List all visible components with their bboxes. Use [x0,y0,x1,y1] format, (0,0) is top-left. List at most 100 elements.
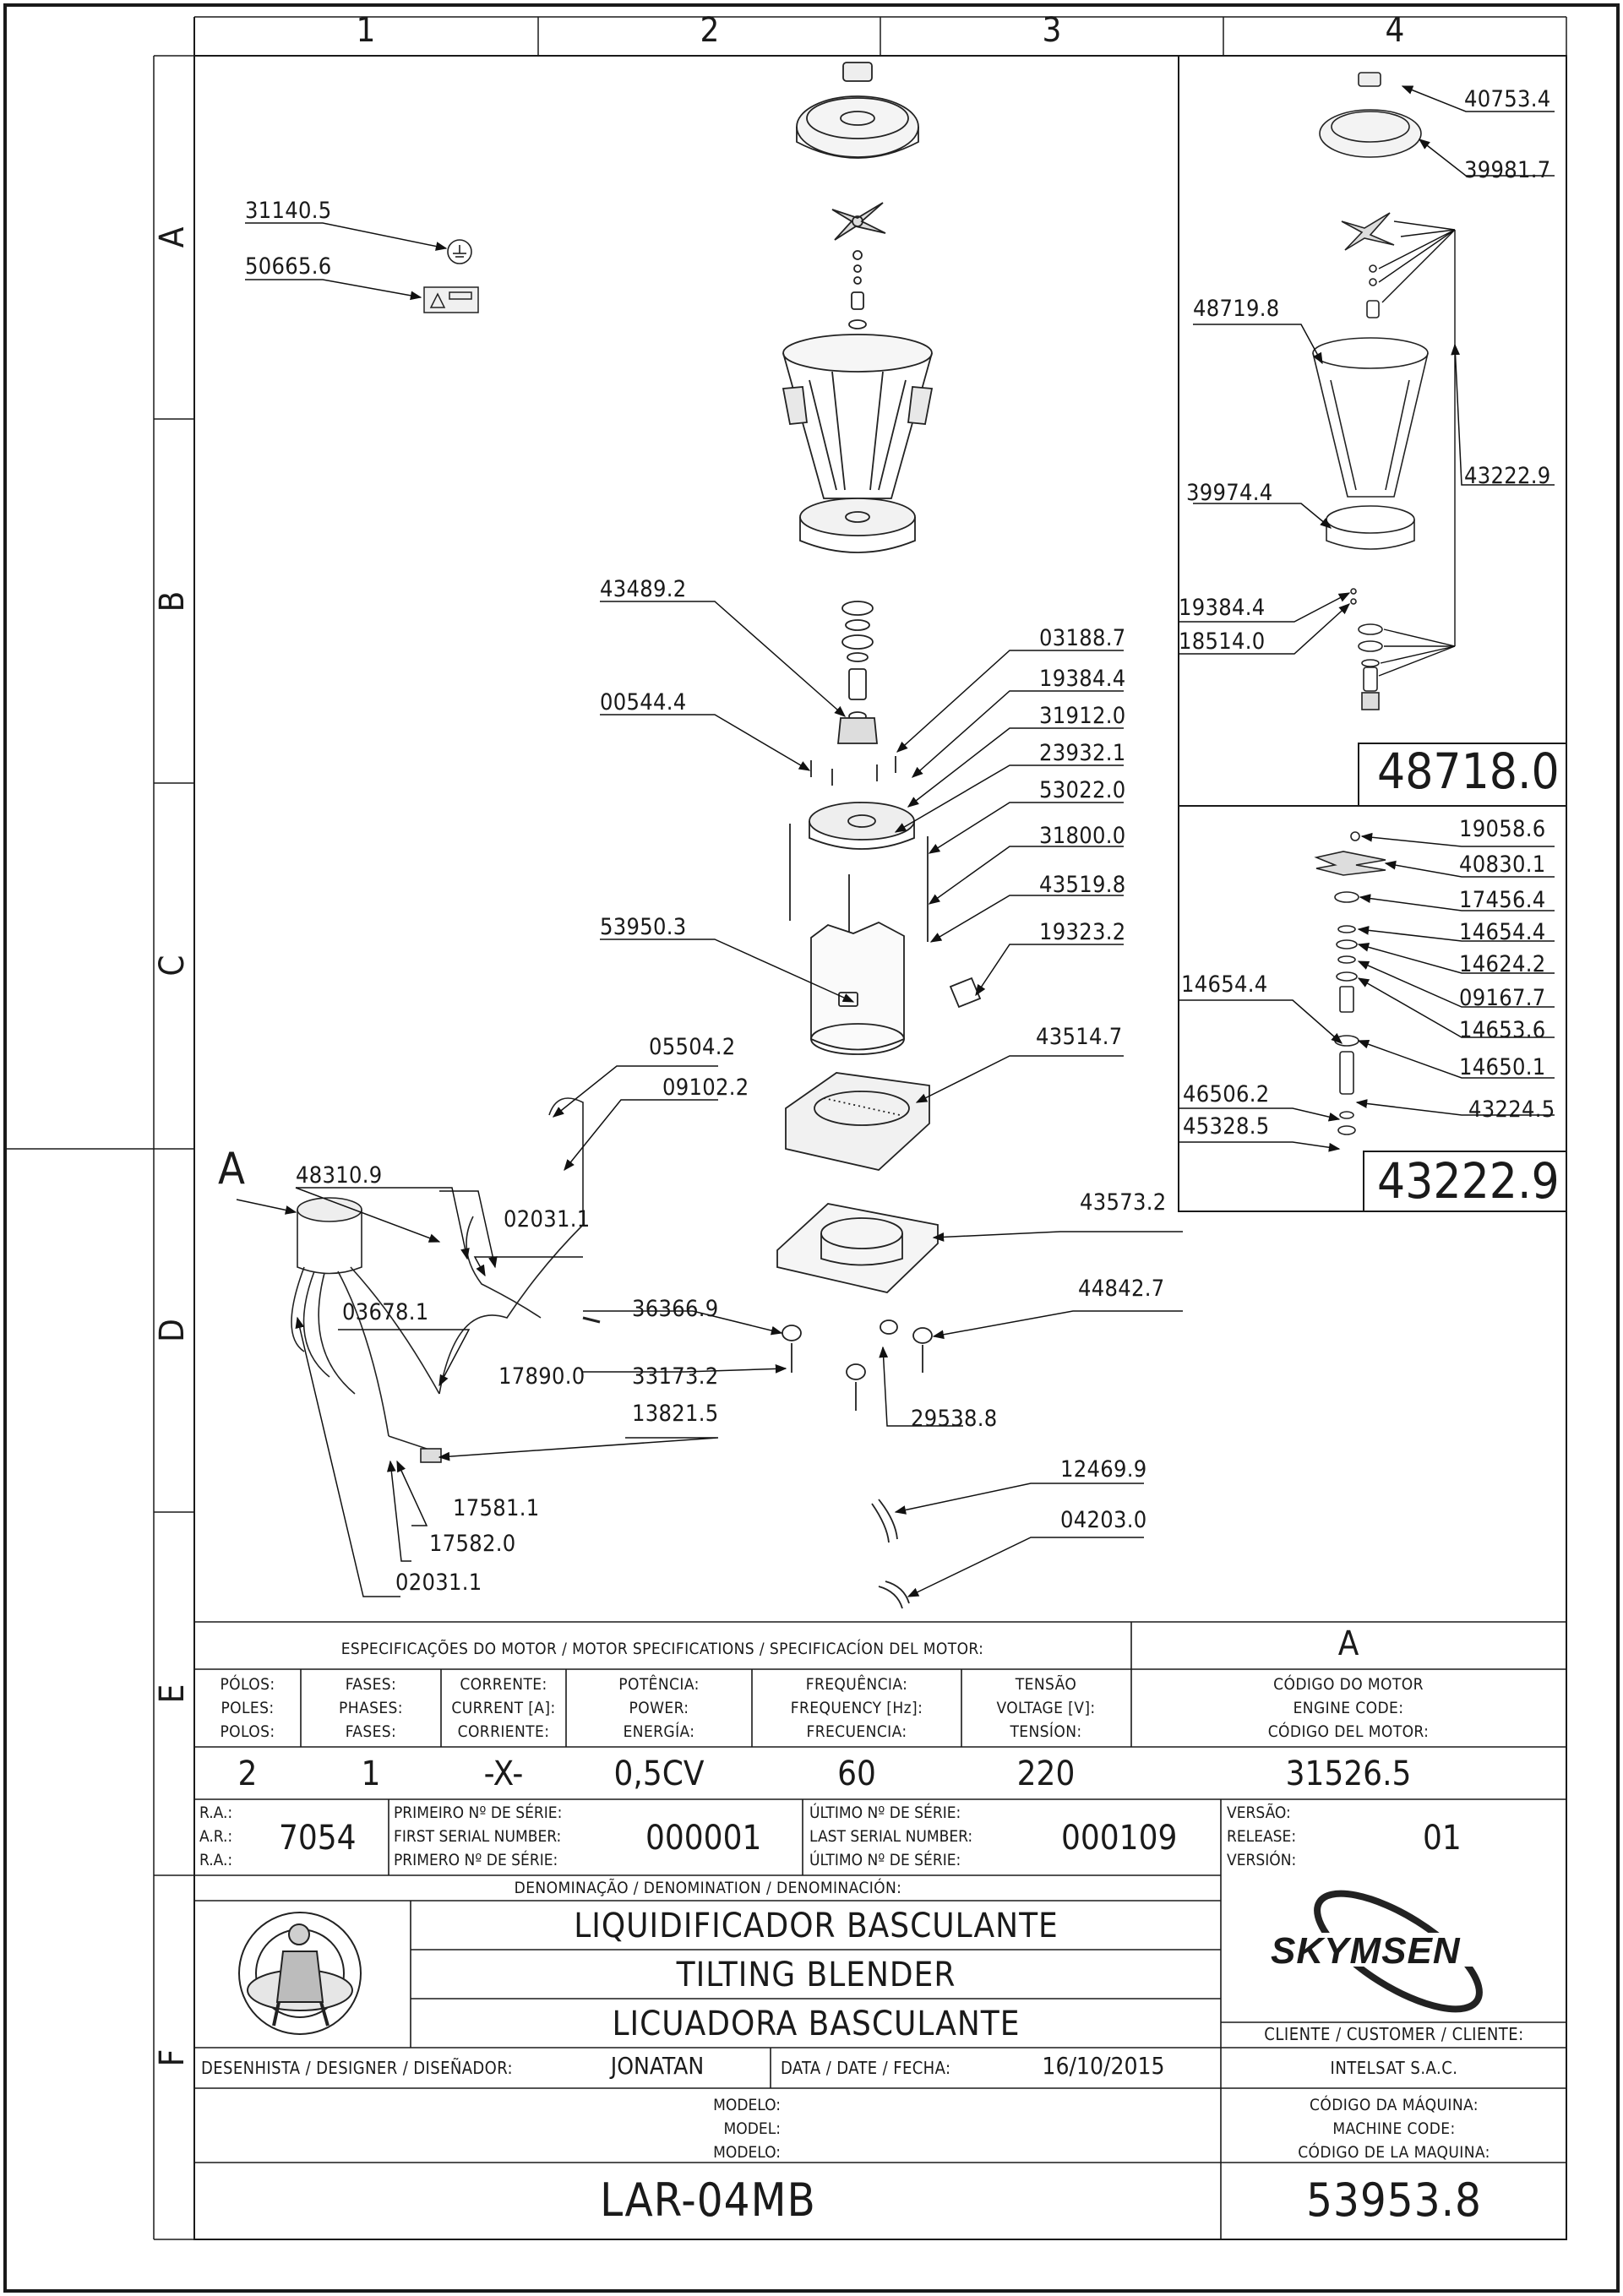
sticker-part [949,977,982,1009]
callout-39981-7: 39981.7 [1464,157,1551,183]
clip-part-a [871,1499,898,1543]
callout-14653-6: 14653.6 [1459,1017,1546,1043]
warning-label-icon [423,286,479,313]
motor-housing-part [785,1072,930,1171]
callout-19058-6: 19058.6 [1459,816,1546,842]
header-poles: PÓLOS:POLES:POLOS: [220,1675,275,1741]
callout-17582-0: 17582.0 [429,1531,516,1557]
blade-hardware [848,250,867,329]
ground-symbol-icon [447,239,472,264]
callout-03188-7: 03188.7 [1039,625,1126,651]
callout-09102-2: 09102.2 [662,1075,749,1101]
callout-29538-8: 29538.8 [911,1406,998,1432]
version-labels: VERSÃO:RELEASE:VERSIÓN: [1227,1804,1297,1869]
callout-14654-4b: 14654.4 [1181,971,1268,998]
callout-43519-8: 43519.8 [1039,872,1126,898]
callout-39974-4: 39974.4 [1186,480,1273,506]
callout-17581-1: 17581.1 [453,1495,540,1521]
callout-02031-1: 02031.1 [504,1206,591,1232]
shaft-stack-part [837,601,878,744]
skymsen-logo-text: SKYMSEN [1271,1930,1461,1972]
grid-row-f: F [153,2048,192,2067]
date-value: 16/10/2015 [1042,2052,1165,2080]
callout-19323-2: 19323.2 [1039,919,1126,945]
model-value: LAR-04MB [600,2174,816,2227]
product-name-en: TILTING BLENDER [676,1956,956,1994]
callout-43222-9: 43222.9 [1464,463,1551,489]
jar-part [782,334,934,499]
base-plate-part [776,1203,939,1293]
ra-labels: R.A.:A.R.:R.A.: [199,1804,233,1869]
main-exploded-assembly [776,62,982,1609]
denomination-label: DENOMINAÇÃO / DENOMINATION / DENOMINACIÓ… [514,1879,902,1897]
callout-09167-7: 09167.7 [1459,985,1546,1011]
grid-row-c: C [153,955,192,977]
callout-45328-5: 45328.5 [1183,1113,1270,1140]
jar-assembly-code: 48718.0 [1377,743,1560,800]
callout-31800-0: 31800.0 [1039,823,1126,849]
header-frequency: FREQUÊNCIA:FREQUENCY [Hz]:FRECUENCIA: [790,1675,923,1741]
callout-50665-6: 50665.6 [245,253,332,280]
callout-43489-2: 43489.2 [600,576,687,602]
callout-12469-9: 12469.9 [1060,1456,1147,1483]
first-serial-labels: PRIMEIRO Nº DE SÉRIE:FIRST SERIAL NUMBER… [394,1804,563,1869]
version-value: 01 [1423,1819,1462,1858]
callout-46506-2: 46506.2 [1183,1081,1270,1107]
callout-18514-0: 18514.0 [1179,628,1266,655]
callout-31140-5: 31140.5 [245,198,332,224]
jar-subassembly [1312,72,1429,710]
callout-00544-4: 00544.4 [600,689,687,715]
grid-row-b: B [153,590,192,612]
callout-04203-0: 04203.0 [1060,1507,1147,1533]
grid-column-2: 2 [700,11,720,50]
lid-part [796,62,919,159]
clip-part-b [878,1581,910,1609]
callout-17890-0: 17890.0 [498,1363,585,1390]
bearing-plate-part [809,802,915,850]
section-label-a: A [218,1144,245,1194]
callout-48719-8: 48719.8 [1193,296,1280,322]
first-serial-value: 000001 [645,1819,762,1858]
value-power: 0,5CV [613,1755,705,1793]
callout-40830-1: 40830.1 [1459,851,1546,878]
screws-top [810,756,896,786]
blade-assembly-code: 43222.9 [1377,1152,1560,1210]
callout-33173-2: 33173.2 [632,1363,719,1390]
jar-fan-leaders [1378,220,1456,677]
grid-row-a: A [153,226,192,248]
skymsen-logo [1314,1890,1483,2013]
leader-lines [236,85,1555,1597]
sheet-frame [3,3,1620,2293]
grid-column-1: 1 [356,11,376,50]
machine-code-value: 53953.8 [1306,2174,1482,2227]
callout-19384-4b: 19384.4 [1179,595,1266,621]
callout-14624-2: 14624.2 [1459,951,1546,977]
motor-variant-label: A [1337,1624,1359,1663]
callout-03678-1: 03678.1 [342,1299,429,1325]
product-name-es: LICUADORA BASCULANTE [612,2005,1021,2043]
callout-05504-2: 05504.2 [649,1034,736,1060]
designer-label: DESENHISTA / DESIGNER / DISEÑADOR: [201,2058,513,2078]
tie-rods [789,824,929,942]
blade-subassembly [1314,831,1386,1135]
authorized-service-seal [238,1912,362,2035]
motor-part [810,922,905,1055]
blade-part [831,202,886,241]
callout-40753-4: 40753.4 [1464,86,1551,112]
product-name-pt: LIQUIDIFICADOR BASCULANTE [574,1907,1059,1945]
callout-36366-9: 36366.9 [632,1296,719,1322]
callout-31912-0: 31912.0 [1039,703,1126,729]
value-voltage: 220 [1016,1755,1076,1793]
value-poles: 2 [237,1755,258,1793]
header-current: CORRENTE:CURRENT [A]:CORRIENTE: [451,1675,556,1741]
callout-14650-1: 14650.1 [1459,1054,1546,1080]
header-power: POTÊNCIA:POWER:ENERGÍA: [618,1675,700,1741]
callout-23932-1: 23932.1 [1039,740,1126,766]
model-labels: MODELO:MODEL:MODELO: [713,2096,781,2162]
callout-53022-0: 53022.0 [1039,777,1126,803]
customer-label: CLIENTE / CUSTOMER / CLIENTE: [1264,2024,1524,2044]
value-frequency: 60 [837,1755,876,1793]
